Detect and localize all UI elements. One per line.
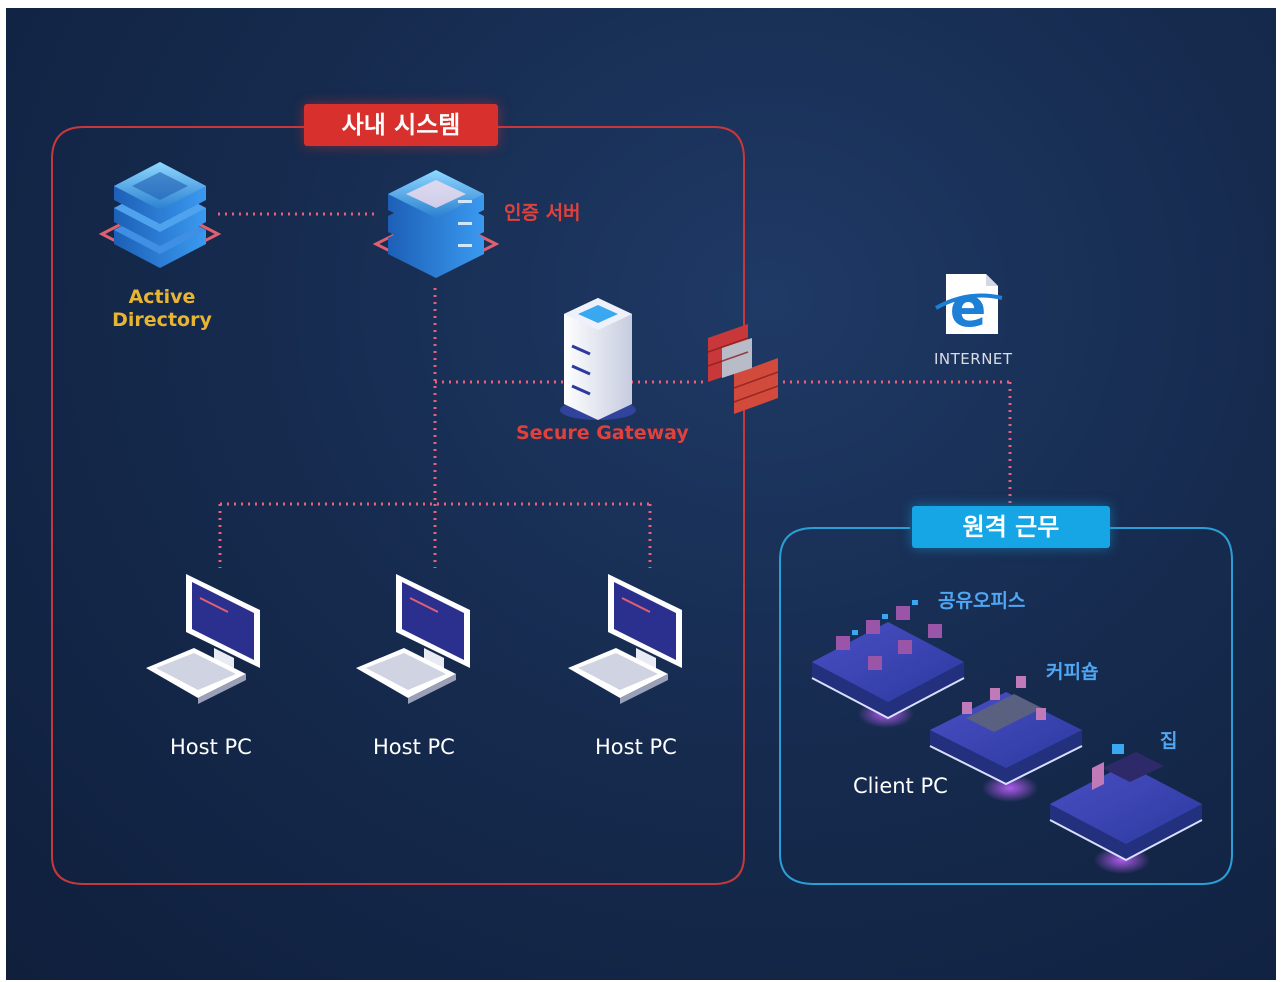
active-directory-server-icon: [98, 162, 222, 268]
host-pc-icon: [146, 574, 260, 704]
firewall-icon: [707, 324, 779, 414]
internal-system-title: 사내 시스템: [304, 104, 498, 146]
host-pc-icons: [146, 574, 682, 704]
home-label: 집: [1160, 730, 1178, 752]
internet-icon: e: [935, 274, 1003, 339]
host-pc-icon: [356, 574, 470, 704]
diagram-graphics: e: [51, 126, 1233, 885]
auth-server-label: 인증 서버: [504, 202, 581, 224]
shared-office-label: 공유오피스: [938, 590, 1026, 612]
coffee-shop-platform-icon: [929, 676, 1083, 802]
home-platform-icon: [1049, 744, 1203, 874]
client-pc-label: Client PC: [853, 774, 948, 798]
active-directory-label-line2: Directory: [112, 309, 212, 331]
connectors: [218, 212, 1012, 568]
internet-label: INTERNET: [934, 350, 1013, 368]
secure-gateway-label: Secure Gateway: [516, 422, 689, 444]
remote-work-frame: [779, 527, 1233, 885]
svg-text:e: e: [950, 276, 987, 339]
host-pc-icon: [568, 574, 682, 704]
active-directory-label-line1: Active: [128, 286, 196, 308]
diagram-canvas: e: [6, 8, 1276, 980]
coffee-shop-label: 커피숍: [1046, 661, 1099, 683]
internal-system-frame: [51, 126, 745, 885]
host-pc-label: Host PC: [595, 735, 677, 759]
active-directory-label: Active Directory: [102, 286, 222, 332]
shared-office-platform-icon: [811, 600, 965, 728]
host-pc-label: Host PC: [170, 735, 252, 759]
secure-gateway-icon: [560, 298, 636, 420]
remote-work-title: 원격 근무: [912, 506, 1110, 548]
auth-server-icon: [372, 170, 500, 278]
host-pc-label: Host PC: [373, 735, 455, 759]
